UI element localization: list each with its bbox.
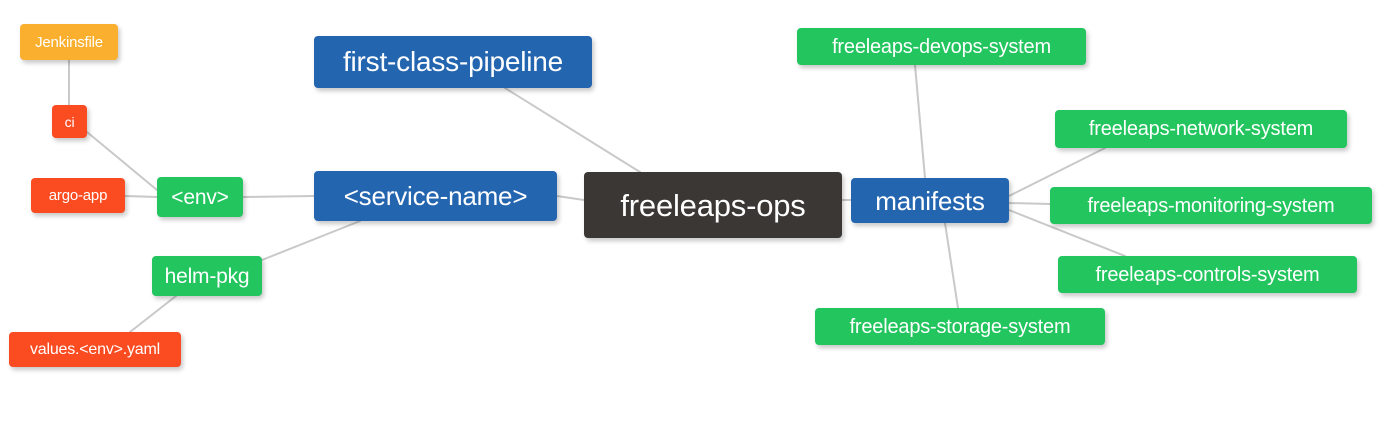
mindmap-node-values-yaml[interactable]: values.<env>.yaml [9,332,181,367]
mindmap-edge [914,64,926,179]
mindmap-edge [1008,202,1051,205]
mindmap-edge [1008,147,1106,197]
mindmap-node-helm-pkg[interactable]: helm-pkg [152,256,262,296]
mindmap-edge [129,295,177,333]
mindmap-edge [261,220,361,261]
mindmap-node-freeleaps-ops[interactable]: freeleaps-ops [584,172,842,238]
mindmap-edge [504,87,641,173]
mindmap-edge [124,195,158,198]
mindmap-node-jenkinsfile[interactable]: Jenkinsfile [20,24,118,60]
mindmap-node-freeleaps-network-system[interactable]: freeleaps-network-system [1055,110,1347,148]
mindmap-node-ci[interactable]: ci [52,105,87,138]
mindmap-edge [242,195,315,198]
mindmap-node-env[interactable]: <env> [157,177,243,217]
mindmap-node-freeleaps-monitoring-system[interactable]: freeleaps-monitoring-system [1050,187,1372,224]
mindmap-edge [1008,209,1126,257]
mindmap-node-service-name[interactable]: <service-name> [314,171,557,221]
mindmap-node-first-class-pipeline[interactable]: first-class-pipeline [314,36,592,88]
mindmap-node-argo-app[interactable]: argo-app [31,178,125,213]
mindmap-node-freeleaps-controls-system[interactable]: freeleaps-controls-system [1058,256,1357,293]
mindmap-edge [944,222,959,309]
mindmap-edge [86,131,158,191]
mindmap-node-freeleaps-storage-system[interactable]: freeleaps-storage-system [815,308,1105,345]
mindmap-edge [556,195,585,201]
mindmap-node-freeleaps-devops-system[interactable]: freeleaps-devops-system [797,28,1086,65]
mindmap-node-manifests[interactable]: manifests [851,178,1009,223]
